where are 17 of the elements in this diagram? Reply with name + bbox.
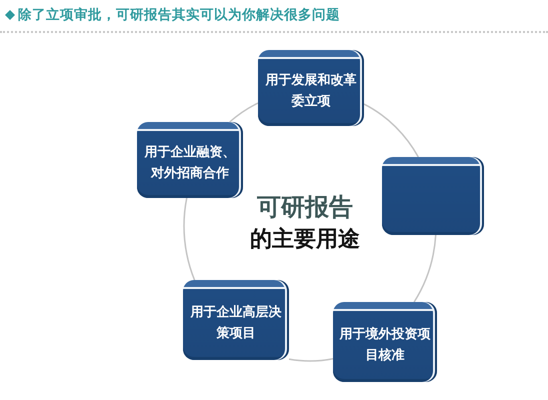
rounded-box: [382, 157, 484, 235]
rounded-box: [183, 280, 289, 360]
connector-arc: [183, 198, 196, 280]
rounded-box: [333, 302, 437, 382]
box-label: 用于境外投资项目核准: [338, 326, 432, 365]
connector-arc: [229, 102, 258, 123]
center-text: 可研报告: [257, 192, 353, 222]
connector-arc: [288, 358, 334, 362]
rounded-box: [137, 122, 243, 198]
box-label: 用于企业高层决策项目: [189, 304, 282, 343]
connector-arc: [413, 234, 436, 302]
center-text: 的主要用途: [250, 226, 360, 254]
box-label: 用于发展和改革委立项: [264, 72, 358, 111]
box-label: 用于企业融资、对外招商合作: [143, 144, 236, 183]
rounded-box: [258, 50, 364, 126]
connector-arc: [364, 103, 419, 158]
heading: 除了立项审批，可研报告其实可以为你解决很多问题: [18, 6, 340, 24]
